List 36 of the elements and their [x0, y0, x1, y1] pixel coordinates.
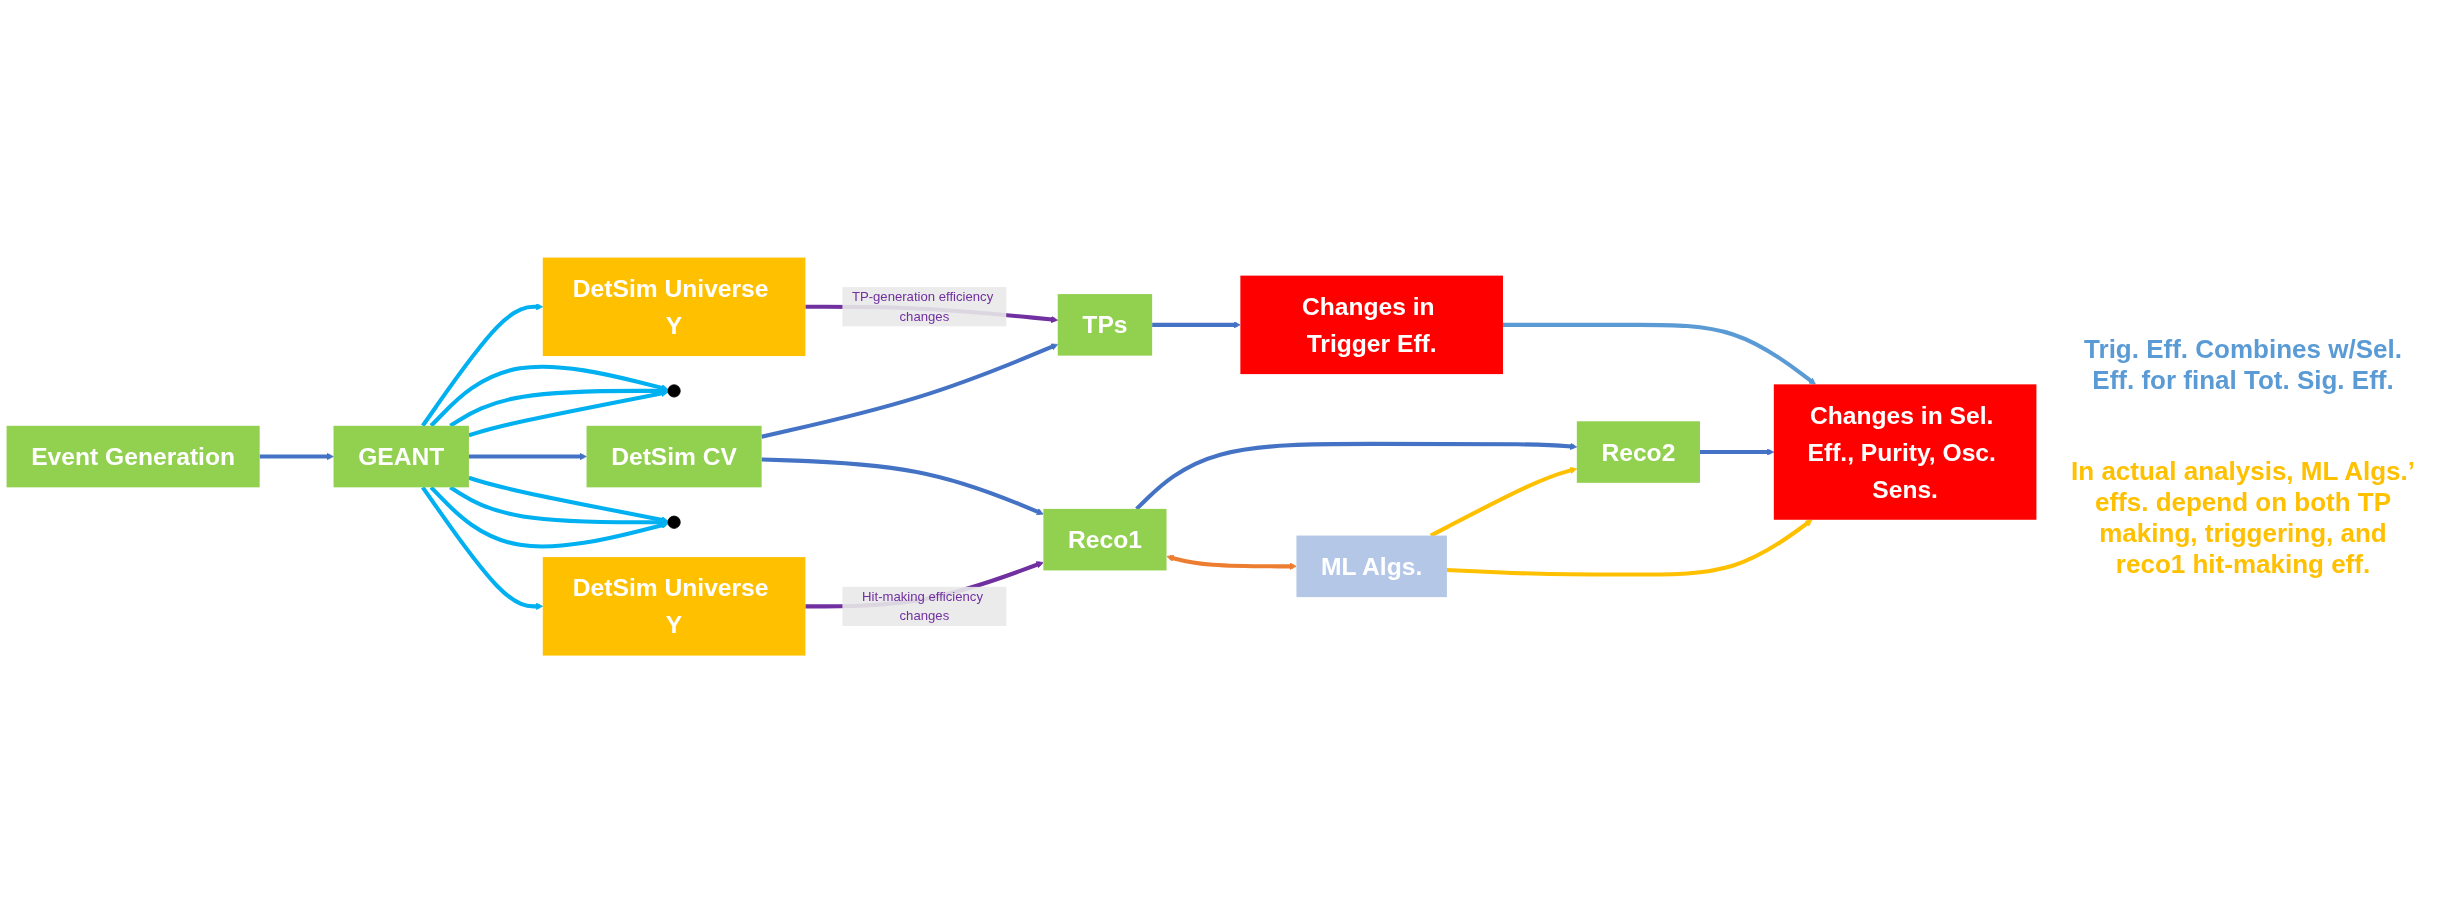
arrow [429, 486, 669, 549]
arrow [468, 476, 669, 524]
node-dots [667, 384, 681, 398]
arrow [259, 453, 334, 461]
arrow [468, 390, 669, 438]
arrow [761, 457, 1044, 516]
node-box: DetSim Universe Y [542, 557, 806, 656]
note-text: In actual analysis, ML Algs.’ effs. depend on both TP making, triggering, and reco1 hit-making eff. [2070, 456, 2416, 580]
arrow [1502, 323, 1816, 386]
edge-label: TP-generation efficiency changes [851, 289, 994, 324]
arrow [468, 453, 587, 461]
node-dots [667, 516, 681, 530]
arrow [449, 486, 669, 527]
node-box: GEANT [333, 426, 469, 488]
arrow [421, 486, 544, 611]
node-box: Changes in Trigger Eff. [1240, 276, 1503, 375]
node-box: TPs [1057, 294, 1153, 357]
arrow [1446, 519, 1813, 577]
node-box: Changes in Sel. Eff., Purity, Osc. Sens. [1773, 384, 2037, 521]
arrow [421, 303, 544, 428]
arrow [761, 344, 1059, 440]
node-box: DetSim Universe Y [542, 258, 806, 357]
node-box: ML Algs. [1296, 536, 1447, 598]
node-box: Event Generation [6, 426, 260, 488]
arrow [449, 387, 669, 428]
arrow [1166, 555, 1297, 571]
arrow [429, 365, 669, 428]
arrow [1152, 321, 1241, 329]
node-box: Reco2 [1576, 421, 1700, 484]
arrow [1699, 448, 1775, 457]
arrow [1429, 467, 1578, 538]
node-box: DetSim CV [586, 426, 762, 488]
note-text: Trig. Eff. Combines w/Sel. Eff. for final Tot. Sig. Eff. [2083, 334, 2403, 396]
node-box: Reco1 [1043, 509, 1167, 571]
arrow [1135, 442, 1578, 511]
edge-label: Hit-making efficiency changes [862, 589, 983, 624]
